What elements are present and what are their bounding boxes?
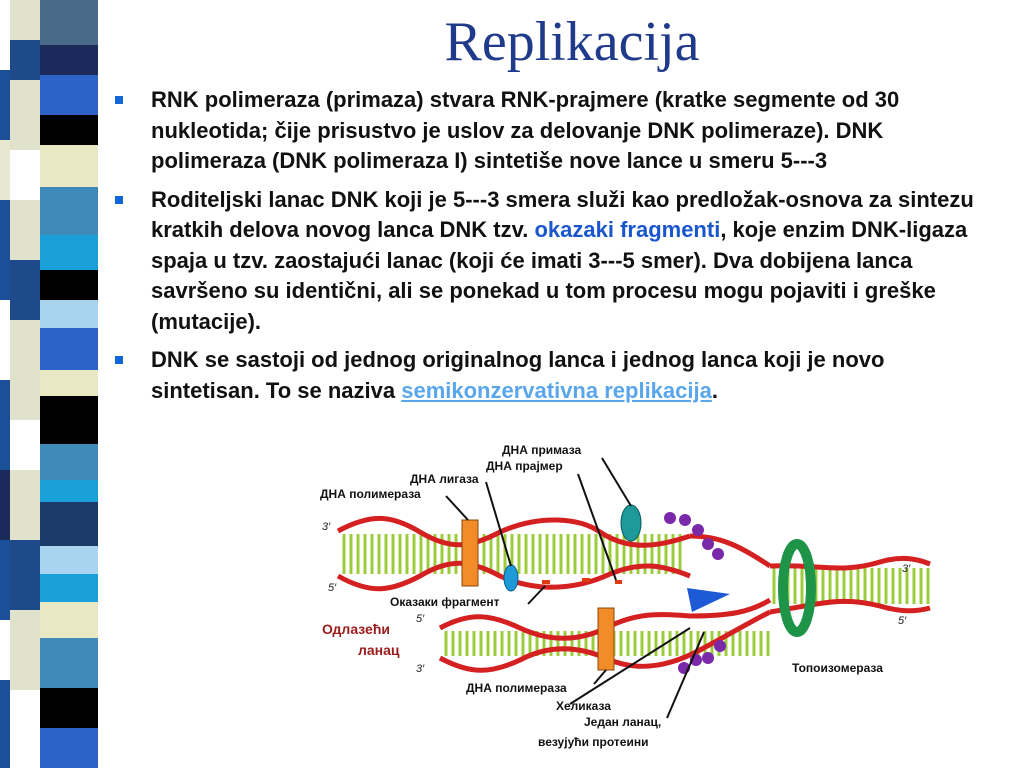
dna-ligase-shape (503, 564, 519, 592)
dna-primase-shape (620, 504, 642, 542)
strip-column-4 (98, 0, 120, 768)
end-label-top-left-3: 3′ (322, 521, 331, 533)
label-helicase: Хеликаза (556, 699, 611, 713)
fork-upper-arm (689, 533, 772, 569)
end-label-bottom-3: 3′ (416, 663, 425, 675)
replication-fork-diagram: ДНА примаза ДНА прајмер ДНА лигаза ДНА п… (320, 443, 931, 749)
label-topoisomerase: Топоизомераза (792, 661, 883, 675)
bullet-text: DNK se sastoji od jednog originalnog lan… (151, 347, 885, 403)
label-ssb-1: Један ланац, (584, 715, 661, 729)
slide-title: Replikacija (444, 11, 700, 73)
end-label-right-5: 5′ (898, 615, 907, 627)
strip-column-3 (40, 0, 98, 768)
strip-column-2 (10, 0, 40, 768)
label-dna-primer: ДНА прајмер (486, 459, 563, 473)
square-bullet-icon (115, 356, 123, 364)
bullet-item-1: RNK polimeraza (primaza) stvara RNK-praj… (112, 85, 992, 177)
end-label-top-left-5: 5′ (328, 582, 337, 594)
bullet-text: , koje enzim DNK-ligaza spaja u tzv. zao… (151, 217, 968, 334)
bullet-list: RNK polimeraza (primaza) stvara RNK-praj… (112, 85, 992, 414)
square-bullet-icon (115, 96, 123, 104)
semiconservative-link[interactable]: semikonzervativna replikacija (401, 377, 712, 403)
bullet-item-3: DNK se sastoji od jednog originalnog lan… (112, 345, 992, 406)
helicase-wedge (687, 588, 730, 612)
label-lagging-strand-2: ланац (358, 642, 400, 658)
dna-polymerase-top-block (461, 519, 479, 587)
top-strand-backbone-b (336, 560, 691, 592)
decorative-left-strip (0, 0, 120, 768)
topoisomerase-ring (778, 539, 816, 637)
bullet-text: . (711, 377, 718, 403)
bullet-item-2: Roditeljski lanac DNK koji je 5---3 smer… (112, 185, 992, 338)
label-dna-polymerase-top: ДНА полимераза (320, 487, 421, 501)
bullet-text: RNK polimeraza (primaza) stvara RNK-praj… (151, 87, 900, 173)
label-ssb-2: везујући протеини (538, 735, 648, 749)
label-okazaki-fragment: Оказаки фрагмент (390, 595, 500, 609)
strip-column-1 (0, 0, 10, 768)
label-dna-ligase: ДНА лигаза (410, 472, 479, 486)
end-label-bottom-5: 5′ (416, 613, 425, 625)
end-label-right-3: 3′ (902, 563, 911, 575)
label-dna-primase: ДНА примаза (502, 443, 582, 457)
dna-polymerase-bottom-block (597, 607, 615, 671)
parental-duplex-bottom (769, 598, 931, 615)
label-lagging-strand-1: Одлазећи (322, 621, 390, 637)
bullet-text: Roditeljski lanac DNK koji je 5---3 smer… (151, 186, 974, 243)
parental-duplex-top (769, 555, 931, 571)
label-dna-polymerase-bottom: ДНА полимераза (466, 681, 567, 695)
square-bullet-icon (115, 195, 123, 204)
okazaki-term: okazaki fragmenti (534, 217, 721, 242)
label-leader-lines (445, 457, 705, 719)
